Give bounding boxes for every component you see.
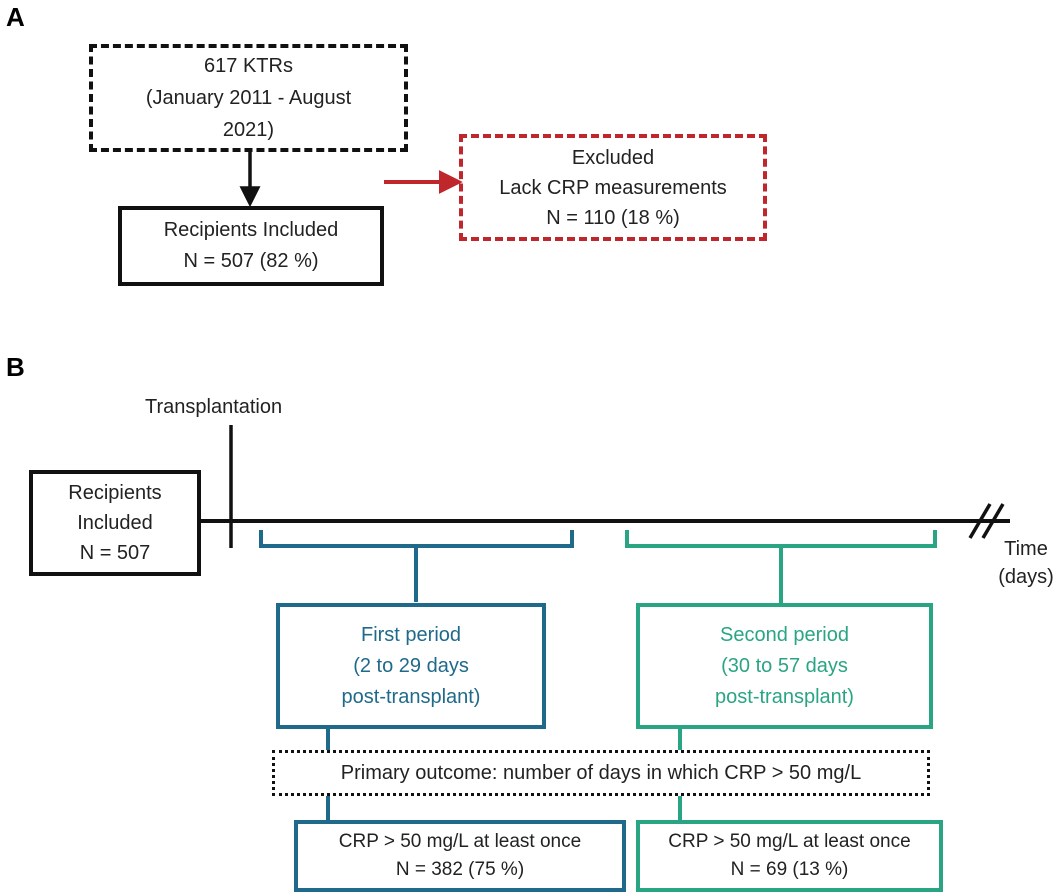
primary-outcome-box: Primary outcome: number of days in which… (272, 750, 930, 796)
included-box: Recipients Included N = 507 (82 %) (118, 206, 384, 286)
first-period-line2: (2 to 29 days (353, 654, 469, 677)
recipients-line3: N = 507 (79, 542, 151, 564)
primary-outcome-text: Primary outcome: number of days in which… (340, 761, 862, 784)
excluded-line1: Excluded (571, 146, 655, 169)
recipients-line1: Recipients (68, 482, 162, 504)
recipients-box: Recipients Included N = 507 (29, 470, 201, 576)
second-result-line2: N = 69 (13 %) (730, 859, 849, 880)
second-period-line1: Second period (720, 623, 849, 646)
second-period-brace (625, 530, 937, 603)
included-line1: Recipients Included (163, 219, 339, 241)
second-period-line2: (30 to 57 days (721, 654, 848, 677)
source-cohort-line3: 2021) (222, 119, 275, 141)
second-period-box: Second period (30 to 57 days post-transp… (636, 603, 933, 729)
first-result-line1: CRP > 50 mg/L at least once (338, 831, 582, 852)
first-period-box: First period (2 to 29 days post-transpla… (276, 603, 546, 729)
excluded-line3: N = 110 (18 %) (546, 206, 680, 229)
transplantation-label: Transplantation (145, 396, 283, 418)
source-cohort-box: 617 KTRs (January 2011 - August 2021) (89, 44, 408, 152)
panel-b-letter: B (6, 352, 25, 382)
time-axis-label: Time (days) (992, 535, 1060, 591)
axis-break-icon (968, 503, 1005, 539)
excluded-box: Excluded Lack CRP measurements N = 110 (… (459, 134, 767, 241)
second-result-line1: CRP > 50 mg/L at least once (668, 831, 911, 852)
time-label-line1: Time (1004, 538, 1048, 560)
first-result-line2: N = 382 (75 %) (395, 859, 525, 880)
first-period-line1: First period (360, 623, 462, 646)
second-result-box: CRP > 50 mg/L at least once N = 69 (13 %… (636, 820, 943, 892)
second-period-line3: post-transplant) (715, 685, 854, 708)
first-period-line3: post-transplant) (341, 685, 481, 708)
time-label-line2: (days) (998, 566, 1054, 588)
source-cohort-line2: (January 2011 - August (145, 87, 352, 109)
excluded-line2: Lack CRP measurements (499, 176, 727, 199)
first-result-box: CRP > 50 mg/L at least once N = 382 (75 … (294, 820, 626, 892)
source-cohort-line1: 617 KTRs (204, 55, 293, 77)
panel-a-letter: A (6, 2, 25, 32)
recipients-line2: Included (77, 512, 153, 534)
included-line2: N = 507 (82 %) (183, 250, 319, 272)
first-period-brace (259, 530, 574, 602)
